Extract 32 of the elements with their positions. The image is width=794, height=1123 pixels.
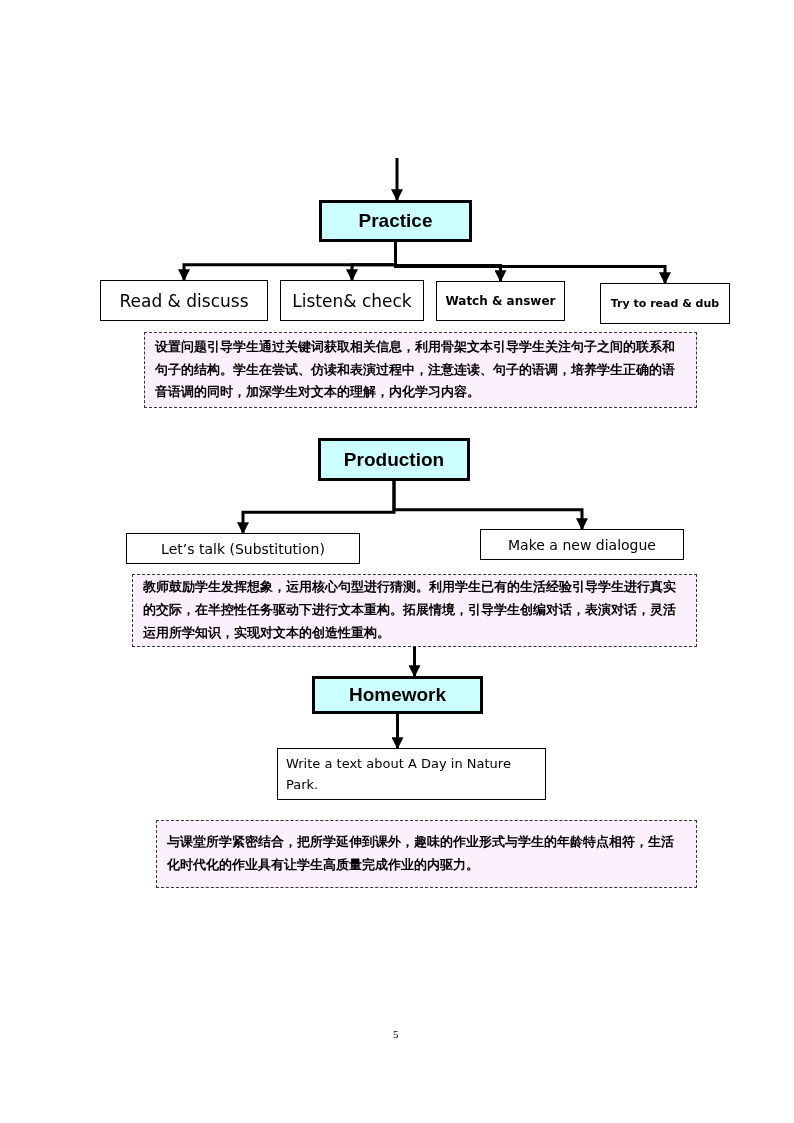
node-text: 设置问题引导学生通过关键词获取相关信息，利用骨架文本引导学生关注句子之间的联系和句子的结构。学生在尝试、仿读和表演过程中，注意连读、句子的语调，培养学生正确的语音语调的同时，加深学生对文本的理解，内化学习内容。 xyxy=(155,337,676,402)
arrow xyxy=(392,481,588,531)
node-text: Practice xyxy=(358,210,433,232)
node-text: 教师鼓励学生发挥想象，运用核心句型进行猜测。利用学生已有的生活经验引导学生进行真实的交际，在半控性任务驱动下进行文本重构。拓展情境，引导学生创编对话，表演对话，灵活运用所学知识，实现对文本的创造性重构。 xyxy=(143,578,677,642)
node-text: Read & discuss xyxy=(119,290,249,311)
note-box xyxy=(132,574,697,647)
activity-box xyxy=(126,533,360,564)
task-box xyxy=(277,748,546,800)
node-text: Production xyxy=(343,448,445,471)
stage-box xyxy=(319,200,472,242)
arrow xyxy=(391,714,404,750)
activity-box xyxy=(436,281,565,321)
node-text: 与课堂所学紧密结合，把所学延伸到课外，趣味的作业形式与学生的年龄特点相符，生活化时代化的作业具有让学生高质量完成作业的内驱力。 xyxy=(167,833,675,874)
stage-box xyxy=(312,676,483,714)
node-text: Watch & answer xyxy=(445,294,556,308)
page-number: 5 xyxy=(393,1028,399,1040)
note-box xyxy=(144,332,697,408)
node-text: Homework xyxy=(348,684,447,706)
activity-box xyxy=(100,280,268,321)
arrow xyxy=(391,158,403,202)
arrow xyxy=(394,242,671,285)
node-text: Try to read & dub xyxy=(610,297,720,310)
activity-box xyxy=(480,529,684,560)
arrow xyxy=(408,647,421,678)
stage-box xyxy=(318,438,470,481)
node-text: Make a new dialogue xyxy=(508,536,656,553)
activity-box xyxy=(600,283,730,324)
node-text: Let’s talk (Substitution) xyxy=(161,540,325,557)
node-text: Write a text about A Day in Nature Park. xyxy=(286,754,512,794)
activity-box xyxy=(280,280,424,321)
note-box xyxy=(156,820,697,888)
node-text: Listen& check xyxy=(292,290,412,311)
